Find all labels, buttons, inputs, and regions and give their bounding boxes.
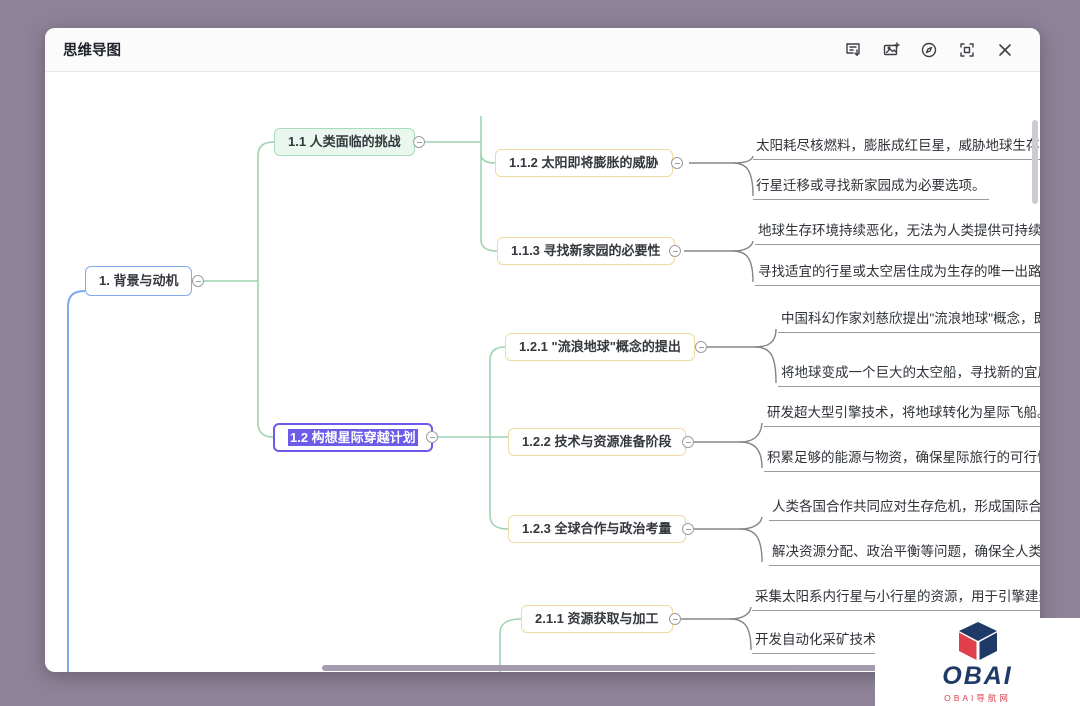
node-1-1[interactable]: 1.1 人类面临的挑战 <box>274 128 415 156</box>
node-1-2-1[interactable]: 1.2.1 "流浪地球"概念的提出 <box>505 333 695 361</box>
fullscreen-icon[interactable] <box>956 39 978 61</box>
vertical-scrollbar[interactable] <box>1032 120 1038 204</box>
titlebar-actions <box>842 28 1016 72</box>
obai-logo: OBAI OBAI导航网 <box>875 618 1080 706</box>
collapse-toggle-2-1-1[interactable] <box>669 613 681 625</box>
note-1-2-3-a[interactable]: 人类各国合作共同应对生存危机，形成国际合作 <box>769 495 1040 521</box>
node-2-1-1[interactable]: 2.1.1 资源获取与加工 <box>521 605 673 633</box>
collapse-toggle-1-1-3[interactable] <box>669 245 681 257</box>
node-1-2-2[interactable]: 1.2.2 技术与资源准备阶段 <box>508 428 686 456</box>
node-1-2-3[interactable]: 1.2.3 全球合作与政治考量 <box>508 515 686 543</box>
logo-subtitle: OBAI导航网 <box>944 693 1011 703</box>
save-image-icon[interactable] <box>880 39 902 61</box>
collapse-toggle-root[interactable] <box>192 275 204 287</box>
note-1-2-2-a[interactable]: 研发超大型引擎技术，将地球转化为星际飞船。 <box>764 401 1040 427</box>
collapse-toggle-1-2-2[interactable] <box>682 436 694 448</box>
note-2-1-1-a[interactable]: 采集太阳系内行星与小行星的资源，用于引擎建造 <box>752 585 1040 611</box>
collapse-toggle-1-2-1[interactable] <box>695 341 707 353</box>
collapse-toggle-1-2-3[interactable] <box>682 523 694 535</box>
node-1-2-selected[interactable]: 1.2 构想星际穿越计划 <box>273 423 433 452</box>
note-1-2-3-b[interactable]: 解决资源分配、政治平衡等问题，确保全人类的 <box>769 540 1040 566</box>
compass-icon[interactable] <box>918 39 940 61</box>
note-1-2-2-b[interactable]: 积累足够的能源与物资，确保星际旅行的可行性 <box>764 446 1040 472</box>
note-1-1-3-a[interactable]: 地球生存环境持续恶化，无法为人类提供可持续生 <box>755 219 1040 245</box>
selected-node-label: 1.2 构想星际穿越计划 <box>288 429 418 446</box>
collapse-toggle-1-2[interactable] <box>426 431 438 443</box>
node-root[interactable]: 1. 背景与动机 <box>85 266 193 296</box>
mindmap-canvas[interactable]: 1. 背景与动机 1.1 人类面临的挑战 1.2 构想星际穿越计划 2.1 超大… <box>45 72 1040 672</box>
logo-wordmark: OBAI <box>942 662 1013 690</box>
note-1-2-1-b[interactable]: 将地球变成一个巨大的太空船，寻找新的宜居 <box>778 361 1040 387</box>
note-1-2-1-a[interactable]: 中国科幻作家刘慈欣提出"流浪地球"概念，即 <box>778 307 1040 333</box>
collapse-toggle-1-1-2[interactable] <box>671 157 683 169</box>
mindmap-window: 1. 背景与动机 1.1 人类面临的挑战 1.2 构想星际穿越计划 2.1 超大… <box>45 28 1040 672</box>
close-icon[interactable] <box>994 39 1016 61</box>
export-outline-icon[interactable] <box>842 39 864 61</box>
node-1-1-2[interactable]: 1.1.2 太阳即将膨胀的威胁 <box>495 149 673 177</box>
note-1-1-2-b[interactable]: 行星迁移或寻找新家园成为必要选项。 <box>753 174 989 200</box>
note-1-1-2-a[interactable]: 太阳耗尽核燃料，膨胀成红巨星，威胁地球生存。 <box>753 134 1040 160</box>
window-titlebar: 思维导图 <box>45 28 1040 72</box>
cube-logo-icon <box>958 622 997 660</box>
horizontal-scrollbar[interactable] <box>322 665 1040 671</box>
window-title: 思维导图 <box>63 43 121 59</box>
node-1-1-3[interactable]: 1.1.3 寻找新家园的必要性 <box>497 237 675 265</box>
note-1-1-3-b[interactable]: 寻找适宜的行星或太空居住成为生存的唯一出路。 <box>755 260 1040 286</box>
collapse-toggle-1-1[interactable] <box>413 136 425 148</box>
